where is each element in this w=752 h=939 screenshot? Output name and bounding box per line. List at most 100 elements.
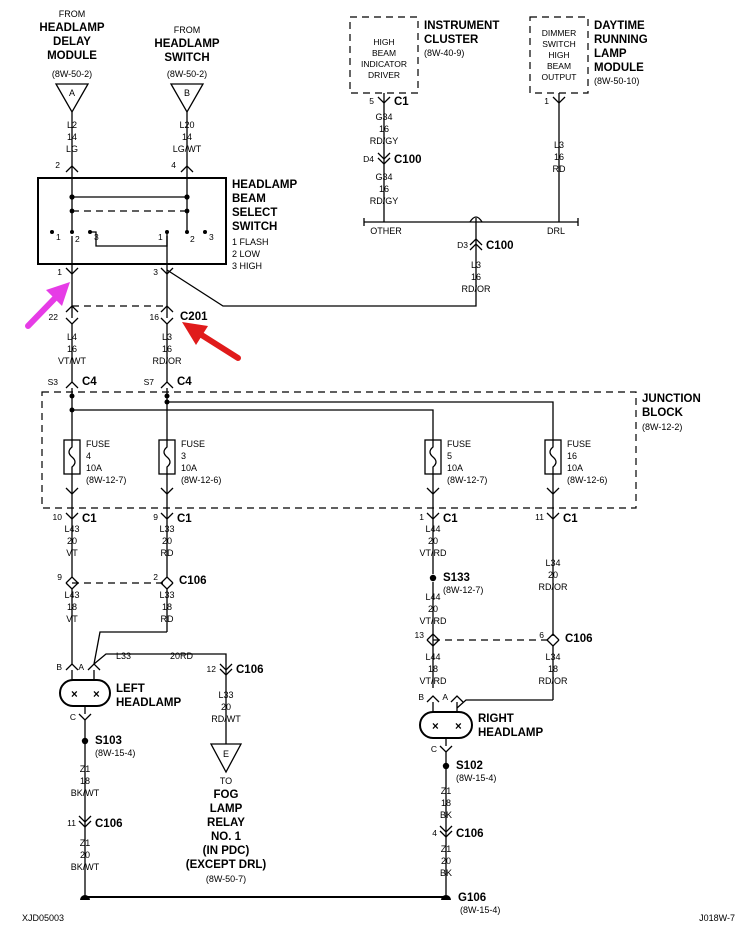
fuse-4: FUSE 4 10A (8W-12-7) (63, 439, 126, 485)
junction-ref: (8W-12-2) (642, 422, 682, 432)
source-a-line3: MODULE (47, 50, 97, 62)
c4-pin-s3: S3 (48, 377, 59, 387)
drl-title-4: MODULE (594, 62, 644, 74)
ground-bus: G106 (8W-15-4) (80, 892, 500, 915)
fuse-3-ref: (8W-12-6) (181, 475, 221, 485)
wire-l44a-gauge: 20 (428, 536, 438, 546)
wire-l33a-color: RD (161, 548, 174, 558)
right-headlamp-pin-b: B (418, 692, 424, 702)
wire-l4-color: VT/WT (58, 356, 86, 366)
s133-ref: (8W-12-7) (443, 585, 483, 595)
c100a-pin: D4 (363, 154, 374, 164)
wire-l34b-id: L34 (545, 652, 560, 662)
s103-ref: (8W-15-4) (95, 748, 135, 758)
source-headlamp-switch: FROM HEADLAMP SWITCH (8W-50-2) B (154, 25, 220, 114)
connector-b-triangle (169, 83, 205, 114)
wire-l34a-color: RD/OR (539, 582, 569, 592)
c201-pin-16: 16 (150, 312, 160, 322)
wire-l44a-id: L44 (425, 524, 440, 534)
right-headlamp-pin-c: C (431, 744, 437, 754)
s133-label: S133 (443, 572, 470, 584)
switch-title-1: HEADLAMP (232, 179, 297, 191)
source-b-ref: (8W-50-2) (167, 69, 207, 79)
left-headlamp-filament-2-icon: × (93, 689, 100, 701)
footer-right-code: J018W-7 (699, 913, 735, 923)
wire-z1c-gauge: 18 (441, 798, 451, 808)
wire-l34b-gauge: 18 (548, 664, 558, 674)
switch-title-4: SWITCH (232, 221, 277, 233)
c106-pin-9: 9 (57, 572, 62, 582)
wire-l44c-id: L44 (425, 652, 440, 662)
c106-label-fog: C106 (236, 664, 264, 676)
c1-label-4: C1 (563, 513, 578, 525)
wire-l44c-gauge: 18 (428, 664, 438, 674)
c201-pin-22: 22 (49, 312, 59, 322)
drl-inner-1: DIMMER (542, 28, 576, 38)
wire-z1b-color: BK/WT (71, 862, 100, 872)
wire-l43b-color: VT (66, 614, 78, 624)
wire-l33h-color: 20RD (170, 651, 194, 661)
wire-g34b-id: G34 (375, 172, 392, 182)
ground-left-icon (80, 895, 90, 900)
wire-l3c-color: RD/OR (462, 284, 492, 294)
c100b-label: C100 (486, 240, 514, 252)
fuse-4-label: FUSE (86, 439, 110, 449)
source-b-line2: SWITCH (164, 52, 209, 64)
wire-z1c-color: BK (440, 810, 452, 820)
ground-right-icon (441, 895, 451, 900)
footer-left-code: XJD05003 (22, 913, 64, 923)
c1-label-3: C1 (443, 513, 458, 525)
fuse-5-num: 5 (447, 451, 452, 461)
wire-z1a-id: Z1 (80, 764, 91, 774)
fuse-3: FUSE 3 10A (8W-12-6) (158, 439, 221, 485)
switch-legend-flash: 1 FLASH (232, 237, 269, 247)
drl-inner-3: HIGH (548, 50, 569, 60)
fog-ref: (8W-50-7) (206, 874, 246, 884)
wire-l33c-gauge: 20 (221, 702, 231, 712)
c4-label-left: C4 (82, 376, 97, 388)
left-headlamp-title-2: HEADLAMP (116, 697, 181, 709)
fuse-5-label: FUSE (447, 439, 471, 449)
junction-block: JUNCTION BLOCK (8W-12-2) FUSE 4 10A (8W-… (41, 388, 701, 509)
fog-to: TO (220, 776, 232, 786)
c1-label-1: C1 (82, 513, 97, 525)
c106-pin-13: 13 (415, 630, 425, 640)
wire-l3c-id: L3 (471, 260, 481, 270)
wire-l20-color: LG/WT (173, 144, 202, 154)
wire-z1d-id: Z1 (441, 844, 452, 854)
fuse-16-amps: 10A (567, 463, 583, 473)
wire-z1a-color: BK/WT (71, 788, 100, 798)
source-headlamp-delay-module: FROM HEADLAMP DELAY MODULE (8W-50-2) A (39, 9, 105, 114)
fuse-4-amps: 10A (86, 463, 102, 473)
fog-lamp-relay: E TO FOG LAMP RELAY NO. 1 (IN PDC) (EXCE… (186, 743, 266, 884)
wire-l44c-color: VT/RD (420, 676, 448, 686)
left-headlamp-title-1: LEFT (116, 683, 145, 695)
right-headlamp-title-2: HEADLAMP (478, 727, 543, 739)
left-headlamp-filament-1-icon: × (71, 689, 78, 701)
c1-label-2: C1 (177, 513, 192, 525)
drl-title-2: RUNNING (594, 34, 648, 46)
wire-z1d-gauge: 20 (441, 856, 451, 866)
cluster-pin-5: 5 (369, 96, 374, 106)
drl-title-1: DAYTIME (594, 20, 645, 32)
wire-l3drl-color: RD (553, 164, 566, 174)
wire-g34b-color: RD/GY (370, 196, 399, 206)
wire-l33b-gauge: 18 (162, 602, 172, 612)
c4-label-right: C4 (177, 376, 192, 388)
c106-pin-4: 4 (432, 828, 437, 838)
wire-l43a-id: L43 (64, 524, 79, 534)
c106-label-left: C106 (179, 575, 207, 587)
wire-g34a-color: RD/GY (370, 136, 399, 146)
source-b-from: FROM (174, 25, 201, 35)
source-a-line2: DELAY (53, 36, 91, 48)
switch-pin-2: 2 (75, 234, 80, 244)
wire-l20-pin: 4 (171, 160, 176, 170)
wire-l43a-color: VT (66, 548, 78, 558)
fuse-5-amps: 10A (447, 463, 463, 473)
left-headlamp-pin-a: A (78, 662, 84, 672)
right-headlamp-title-1: RIGHT (478, 713, 514, 725)
fog-title-2: LAMP (210, 803, 243, 815)
wire-l20-id: L20 (179, 120, 194, 130)
